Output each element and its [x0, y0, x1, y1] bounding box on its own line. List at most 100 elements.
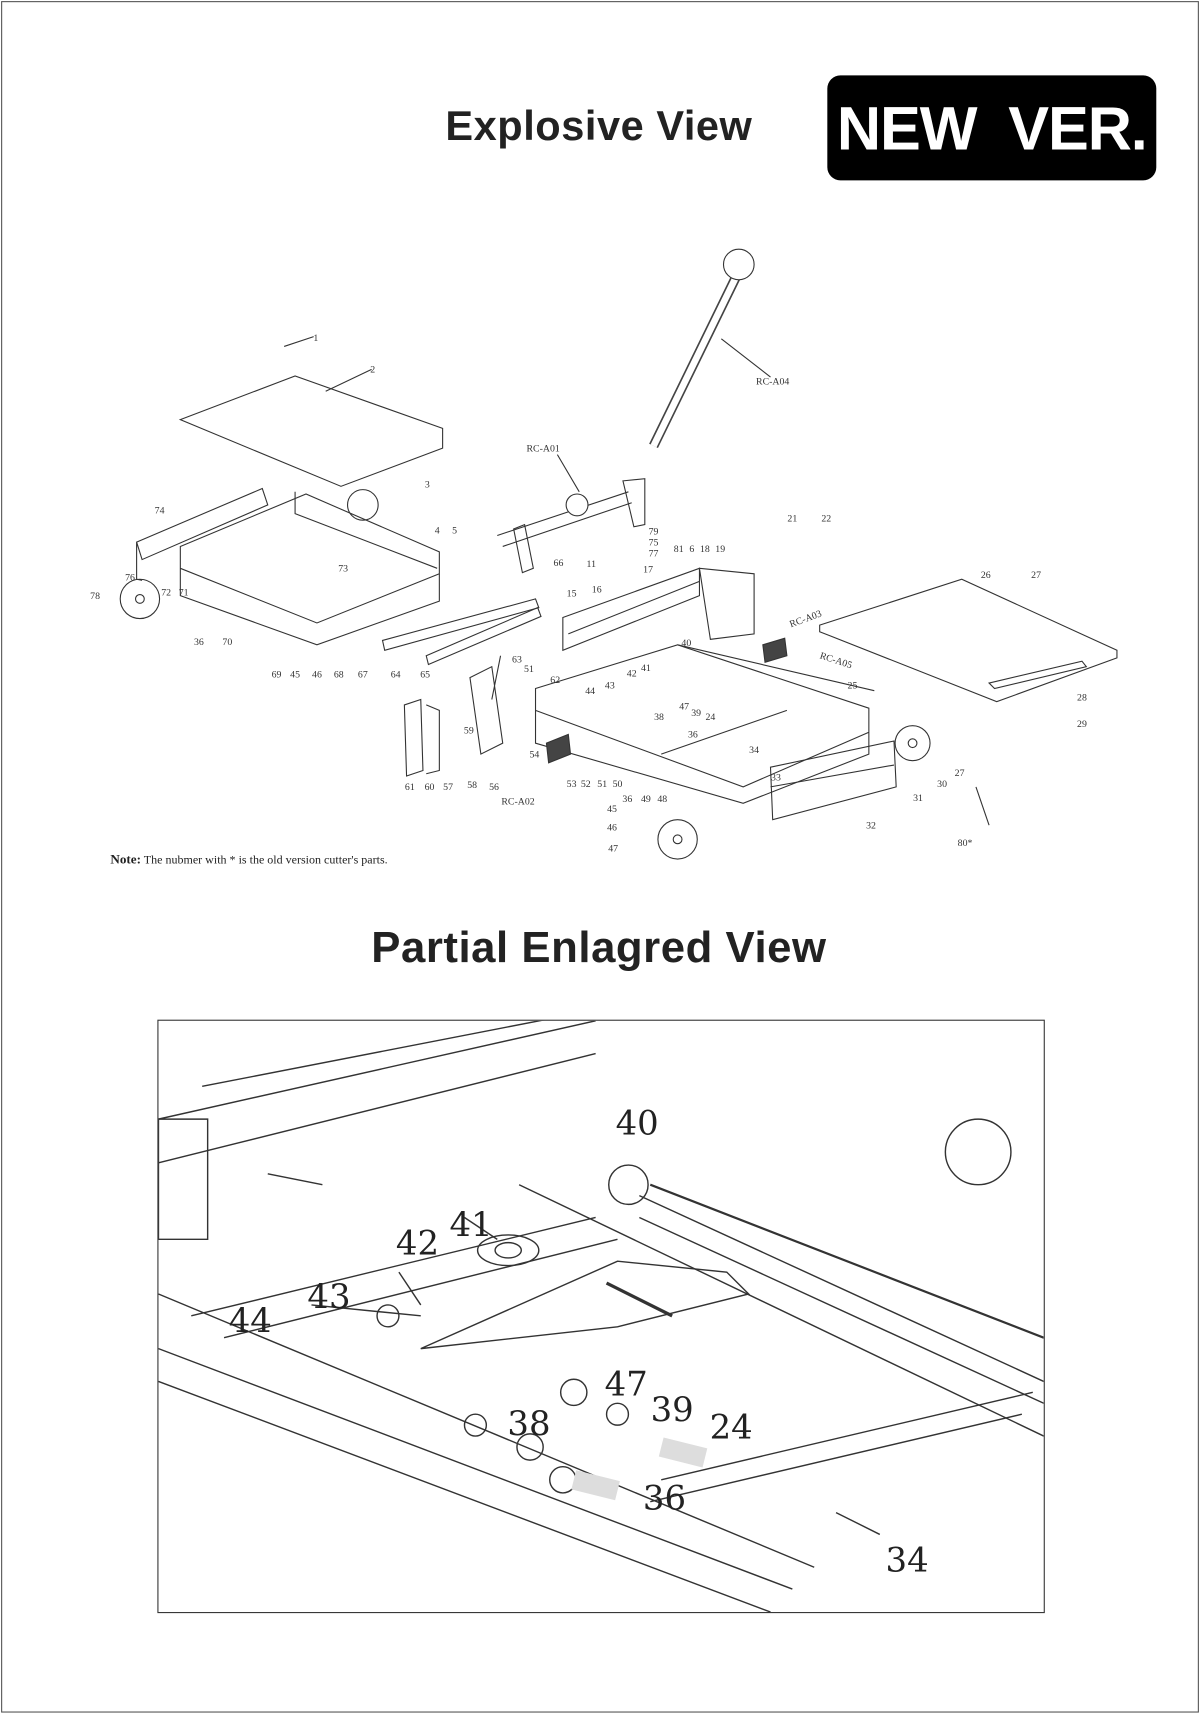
part-label: 58	[467, 779, 478, 791]
part-label: 16	[591, 583, 602, 595]
bracket-60	[403, 698, 440, 777]
cam-plate-38	[420, 1260, 751, 1350]
note-prefix: Note:	[110, 851, 141, 867]
callout: 38	[507, 1404, 551, 1444]
part-label: 79	[648, 525, 659, 537]
cable-80	[975, 786, 990, 826]
part-label: 41	[640, 662, 651, 674]
note-text: The nubmer with * is the old version cut…	[140, 853, 388, 867]
part-label: 67	[357, 668, 368, 680]
note: Note: The nubmer with * is the old versi…	[110, 851, 387, 867]
part-label: 42	[626, 667, 637, 679]
part-label: 62	[550, 674, 561, 686]
part-label: 11	[586, 558, 596, 570]
part-label: 52	[580, 778, 591, 790]
part-label: 30	[937, 778, 947, 790]
part-label: 24	[705, 711, 716, 723]
part-label: 69	[271, 668, 282, 680]
part-label: 48	[657, 793, 668, 805]
callout: 44	[228, 1301, 272, 1341]
part-label: 40	[681, 637, 692, 649]
plate-28	[987, 660, 1088, 690]
knob-40	[608, 1164, 649, 1206]
part-label: 17	[643, 563, 654, 575]
front-ruler	[158, 1293, 815, 1613]
callout: 43	[307, 1277, 351, 1317]
shaft-rc-a01	[497, 491, 632, 547]
part-label: 72	[161, 586, 172, 598]
part-label: 57	[443, 781, 454, 793]
part-label: 51	[524, 663, 534, 675]
part-label: 25	[847, 679, 858, 691]
part-label: 64	[390, 668, 401, 680]
part-label: 75	[648, 536, 659, 548]
part-label: 73	[338, 562, 349, 574]
enlarged-drawing	[158, 1020, 1044, 1613]
callout: 24	[709, 1407, 753, 1447]
cutter-blade	[158, 1118, 209, 1241]
part-label: 27	[1031, 569, 1041, 581]
part-label: 18	[700, 543, 710, 555]
part-label: 38	[654, 711, 664, 723]
part-label: 32	[866, 819, 876, 831]
part-label: 80*	[957, 837, 973, 849]
section-title: Partial Enlagred View	[371, 923, 827, 972]
part-label: RC-A02	[501, 795, 535, 807]
part-label: 4	[434, 524, 440, 536]
page-title: Explosive View	[445, 103, 753, 150]
part-label: 15	[566, 587, 577, 599]
callout: 36	[642, 1478, 687, 1519]
part-label: 22	[821, 512, 832, 524]
part-label: 46	[312, 668, 322, 680]
lever-knob	[722, 248, 755, 281]
part-label: 3	[424, 478, 430, 490]
part-label: 47	[679, 700, 690, 712]
part-label: 81	[673, 543, 684, 555]
part-label: 77	[648, 547, 659, 559]
part-label: 6	[689, 543, 695, 555]
callout: 41	[449, 1205, 493, 1245]
part-label: 36	[622, 793, 633, 805]
part-label: 31	[913, 792, 923, 804]
part-label: 44	[585, 685, 596, 697]
part-label: 45	[290, 668, 301, 680]
part-label: RC-A01	[526, 442, 560, 454]
part-label: 70	[222, 636, 233, 647]
bushing-41	[476, 1234, 540, 1267]
side-rail-74	[135, 487, 269, 581]
spring-39	[605, 1281, 673, 1318]
rack-64	[381, 598, 540, 651]
part-label: 63	[512, 653, 522, 665]
handle-rc-a05	[762, 637, 788, 664]
part-label: 60	[424, 781, 435, 793]
part-label: 1	[313, 332, 319, 344]
part-label: 53	[566, 778, 577, 790]
right-rail	[518, 1184, 1044, 1437]
part-label: 43	[604, 679, 615, 691]
part-label: 78	[90, 590, 101, 602]
front-rail-32	[769, 740, 897, 821]
callout: 34	[885, 1540, 929, 1581]
top-left-rail	[158, 1020, 596, 1164]
plate-59	[469, 655, 504, 755]
part-label: 28	[1077, 691, 1087, 703]
wheel-45	[657, 819, 698, 860]
top-plate-2	[178, 375, 444, 487]
part-label: 21	[787, 512, 798, 524]
frame-left	[179, 493, 440, 646]
wheel-78	[119, 578, 161, 620]
part-label: 46	[607, 821, 617, 833]
cutter-head-rail	[562, 567, 701, 652]
bar-34	[650, 1391, 1033, 1503]
part-label: 49	[640, 793, 651, 805]
exploded-diagram	[119, 248, 1118, 860]
part-label: 68	[333, 668, 344, 680]
handle-knurled	[944, 1118, 1012, 1186]
part-label: 71	[178, 586, 189, 598]
part-label: 76	[125, 571, 135, 583]
callout: 40	[615, 1103, 659, 1144]
part-label: 66	[553, 557, 564, 569]
part-label: 19	[715, 543, 726, 555]
